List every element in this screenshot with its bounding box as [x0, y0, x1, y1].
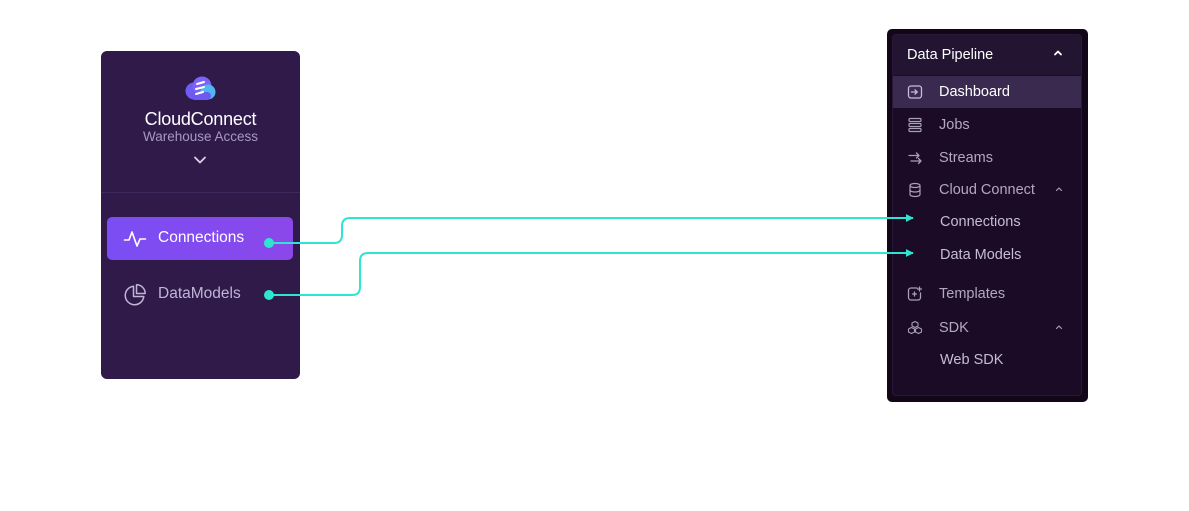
submenu-item-connections[interactable]: Connections	[893, 206, 1081, 238]
database-icon	[909, 182, 921, 198]
connector-connections	[264, 214, 914, 248]
submenu-item-label: Connections	[940, 214, 1021, 230]
cloudconnect-sidebar: CloudConnect Warehouse Access Connection…	[101, 51, 300, 379]
menu-item-jobs[interactable]: Jobs	[893, 109, 1081, 141]
nav-item-connections[interactable]: Connections	[107, 217, 293, 260]
nav-item-datamodels[interactable]: DataModels	[107, 273, 293, 316]
chevron-down-icon[interactable]	[193, 155, 207, 165]
menu-item-templates[interactable]: Templates	[893, 278, 1081, 310]
submenu-item-label: Data Models	[940, 247, 1022, 263]
pie-chart-icon	[124, 284, 146, 306]
stack-rows-icon	[908, 117, 922, 133]
menu-item-cloud-connect[interactable]: Cloud Connect	[893, 174, 1081, 206]
menu-item-label: Cloud Connect	[939, 182, 1035, 198]
menu-item-sdk[interactable]: SDK	[893, 312, 1081, 344]
nav-label: DataModels	[158, 285, 241, 302]
menu-item-label: Dashboard	[939, 84, 1010, 100]
menu-item-label: Templates	[939, 286, 1006, 302]
chevron-up-icon[interactable]	[1055, 324, 1063, 330]
brand-header: CloudConnect Warehouse Access	[101, 51, 300, 193]
section-title: Data Pipeline	[907, 47, 994, 63]
cubes-icon	[907, 320, 923, 335]
data-pipeline-menu: Data Pipeline Dashboard Jobs	[887, 29, 1088, 402]
section-header-data-pipeline[interactable]: Data Pipeline	[893, 35, 1081, 75]
menu-item-label: SDK	[939, 320, 969, 336]
menu-item-streams[interactable]: Streams	[893, 142, 1081, 174]
submenu-item-data-models[interactable]: Data Models	[893, 239, 1081, 271]
submenu-item-web-sdk[interactable]: Web SDK	[893, 344, 1081, 376]
activity-pulse-icon	[123, 231, 147, 247]
brand-name: CloudConnect	[144, 109, 257, 129]
nav-label: Connections	[158, 229, 245, 246]
arrows-exchange-icon	[908, 152, 922, 165]
menu-item-label: Jobs	[939, 117, 970, 133]
cloud-stack-logo-icon	[185, 76, 216, 100]
connector-data-models	[264, 249, 914, 300]
chevron-up-icon	[1054, 50, 1062, 56]
menu-item-label: Streams	[939, 150, 993, 166]
menu-body: Data Pipeline Dashboard Jobs	[892, 34, 1082, 396]
template-plus-icon	[907, 286, 923, 301]
submenu-item-label: Web SDK	[940, 352, 1004, 368]
login-box-icon	[907, 85, 923, 99]
chevron-up-icon[interactable]	[1055, 186, 1063, 192]
brand-subtitle: Warehouse Access	[142, 129, 259, 144]
menu-item-dashboard[interactable]: Dashboard	[893, 76, 1081, 108]
